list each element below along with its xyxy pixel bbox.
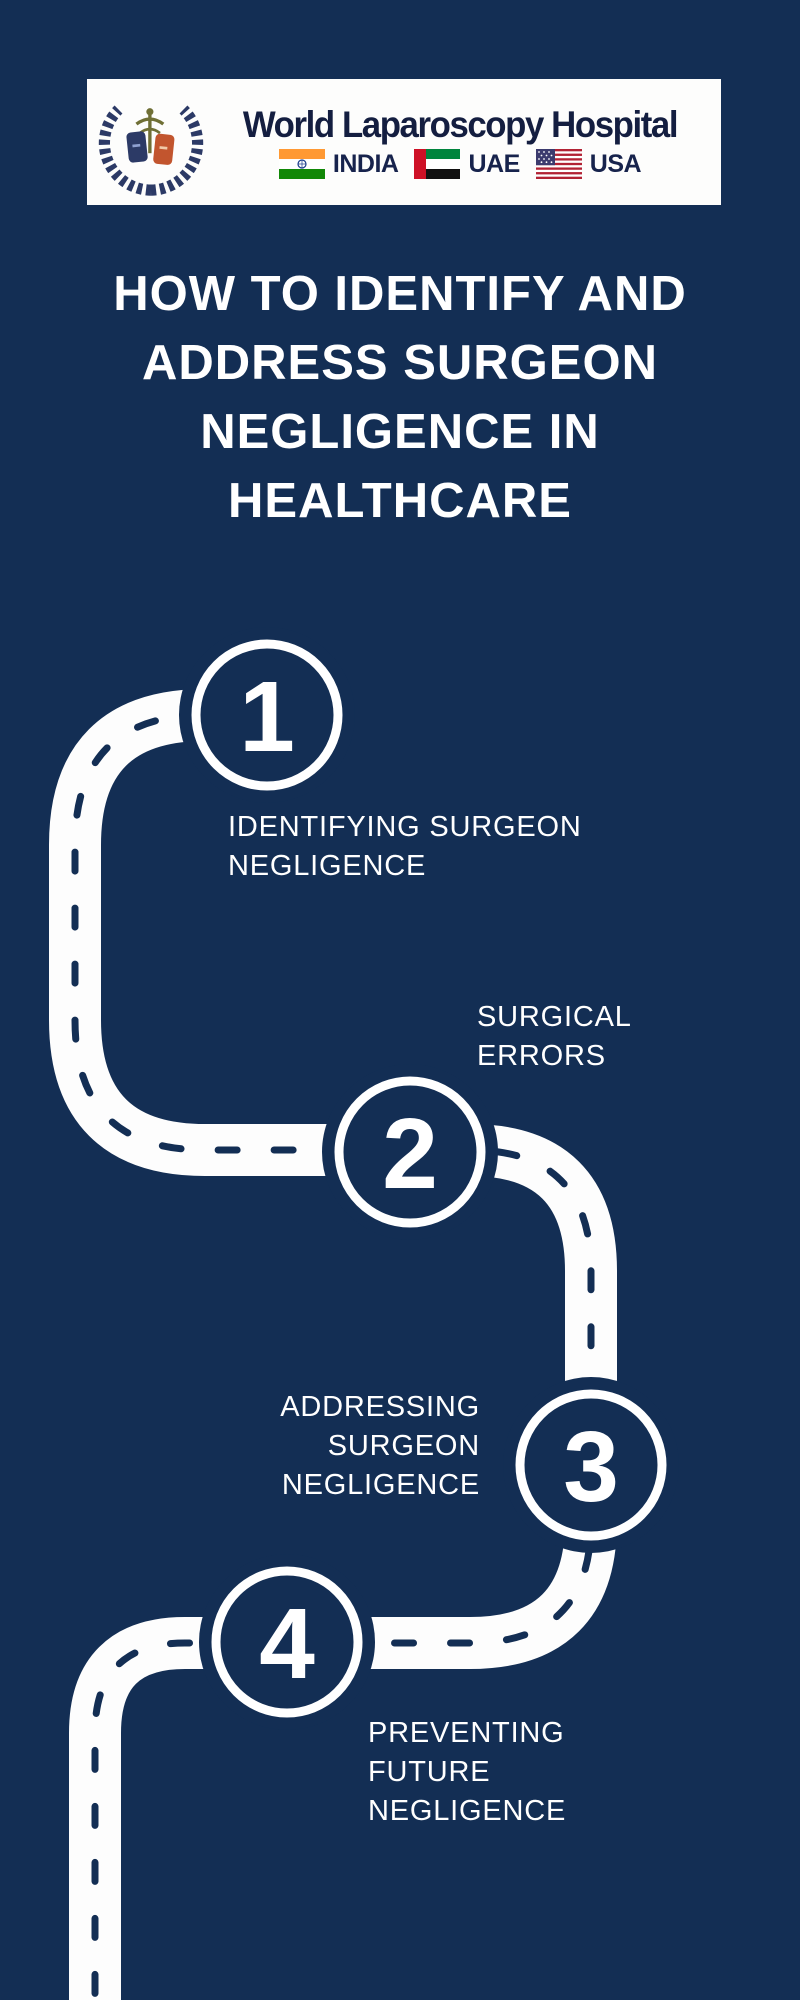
india-flag-icon [278,149,325,180]
step-label-line: FUTURE [368,1756,491,1788]
step-label-line: ADDRESSING [280,1391,480,1423]
page-title-line: ADDRESS SURGEON [142,336,658,390]
step-label-4: PREVENTING FUTURE NEGLIGENCE [368,1714,566,1831]
country-flags-row: INDIA UAE [278,149,642,180]
hospital-emblem-icon [98,105,204,196]
step-label-line: ERRORS [477,1040,606,1072]
country-label-india: INDIA [332,149,399,178]
header-text-block: World Laparoscopy Hospital INDIA [207,103,713,180]
step-marker-1: 1 [179,627,355,803]
step-label-line: NEGLIGENCE [368,1795,567,1827]
road-center-dashes [71,711,595,2000]
roadmap-graphic: 1 2 3 4 [49,627,679,2000]
step-label-line: IDENTIFYING SURGEON [228,811,582,843]
step-marker-3: 3 [503,1377,679,1553]
step-label-line: NEGLIGENCE [281,1469,480,1501]
page-title-line: NEGLIGENCE IN [200,405,600,459]
step-number-3: 3 [563,1411,619,1523]
country-label-uae: UAE [468,149,520,178]
hospital-header-card: World Laparoscopy Hospital INDIA [87,79,721,205]
page-title-line: HEALTHCARE [228,474,572,528]
step-label-1: IDENTIFYING SURGEON NEGLIGENCE [228,808,582,886]
step-label-line: SURGEON [327,1430,480,1462]
step-label-line: PREVENTING [368,1717,565,1749]
uae-flag-icon [414,149,461,180]
step-marker-4: 4 [199,1554,375,1730]
page-title-line: HOW TO IDENTIFY AND [113,267,687,321]
country-label-usa: USA [589,149,642,178]
step-number-4: 4 [259,1588,315,1700]
step-marker-2: 2 [322,1064,498,1240]
step-label-2: SURGICAL ERRORS [477,998,632,1076]
usa-flag-icon [535,149,582,180]
step-label-3: ADDRESSING SURGEON NEGLIGENCE [120,1388,480,1505]
hospital-brand-name: World Laparoscopy Hospital [242,103,679,145]
page-title: HOW TO IDENTIFY AND ADDRESS SURGEON NEGL… [0,260,800,536]
step-number-1: 1 [239,661,295,773]
step-number-2: 2 [382,1098,438,1210]
step-label-line: SURGICAL [477,1001,632,1033]
step-label-line: NEGLIGENCE [228,850,427,882]
